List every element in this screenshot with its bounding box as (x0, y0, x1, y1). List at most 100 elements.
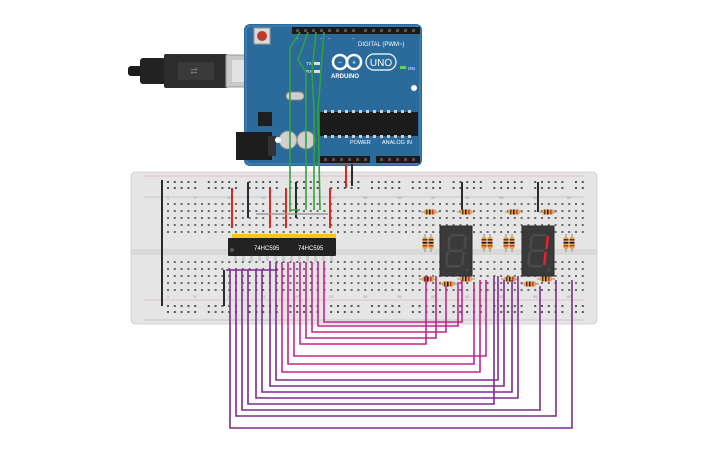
terminal-hole[interactable] (364, 231, 367, 233)
rail-hole[interactable] (296, 187, 299, 189)
terminal-hole[interactable] (527, 210, 530, 212)
terminal-hole[interactable] (568, 261, 571, 263)
rail-hole[interactable] (289, 311, 292, 313)
terminal-hole[interactable] (534, 210, 537, 212)
segment-wire[interactable] (261, 270, 513, 393)
terminal-hole[interactable] (330, 268, 333, 270)
terminal-hole[interactable] (371, 224, 373, 226)
rail-hole[interactable] (418, 181, 421, 183)
terminal-hole[interactable] (391, 231, 394, 233)
terminal-hole[interactable] (479, 261, 482, 263)
rail-hole[interactable] (432, 305, 435, 307)
terminal-hole[interactable] (337, 210, 339, 212)
terminal-hole[interactable] (418, 261, 421, 263)
terminal-hole[interactable] (323, 231, 326, 233)
terminal-hole[interactable] (275, 203, 278, 205)
terminal-hole[interactable] (418, 275, 421, 277)
rail-hole[interactable] (207, 181, 210, 183)
terminal-hole[interactable] (289, 261, 292, 263)
rail-hole[interactable] (221, 181, 224, 183)
terminal-hole[interactable] (350, 289, 353, 291)
terminal-hole[interactable] (554, 261, 557, 263)
rail-hole[interactable] (187, 305, 190, 307)
rail-hole[interactable] (575, 181, 577, 183)
terminal-hole[interactable] (561, 275, 564, 277)
terminal-hole[interactable] (194, 210, 197, 212)
terminal-hole[interactable] (214, 261, 217, 263)
resistor[interactable] (422, 234, 428, 252)
terminal-hole[interactable] (479, 224, 482, 226)
terminal-hole[interactable] (575, 282, 577, 284)
terminal-hole[interactable] (575, 289, 577, 291)
terminal-hole[interactable] (364, 261, 367, 263)
terminal-hole[interactable] (391, 261, 394, 263)
seven-segment-display[interactable] (521, 225, 555, 277)
terminal-hole[interactable] (554, 275, 557, 277)
terminal-hole[interactable] (235, 217, 237, 219)
terminal-hole[interactable] (398, 231, 401, 233)
terminal-hole[interactable] (201, 261, 203, 263)
terminal-hole[interactable] (173, 210, 176, 212)
terminal-hole[interactable] (507, 275, 509, 277)
terminal-hole[interactable] (513, 224, 516, 226)
terminal-hole[interactable] (221, 282, 224, 284)
terminal-hole[interactable] (473, 282, 475, 284)
rail-hole[interactable] (207, 187, 210, 189)
rail-hole[interactable] (303, 305, 305, 307)
terminal-hole[interactable] (309, 268, 312, 270)
rail-hole[interactable] (547, 311, 550, 313)
rail-hole[interactable] (343, 305, 346, 307)
terminal-hole[interactable] (371, 210, 373, 212)
terminal-hole[interactable] (547, 282, 550, 284)
terminal-hole[interactable] (303, 268, 305, 270)
rail-hole[interactable] (493, 181, 496, 183)
terminal-hole[interactable] (513, 231, 516, 233)
rail-hole[interactable] (330, 187, 333, 189)
rail-hole[interactable] (187, 187, 190, 189)
terminal-hole[interactable] (187, 289, 190, 291)
terminal-hole[interactable] (201, 203, 203, 205)
segment-wire[interactable] (299, 262, 427, 345)
rail-hole[interactable] (507, 187, 509, 189)
rail-hole[interactable] (575, 305, 577, 307)
terminal-hole[interactable] (309, 282, 312, 284)
rail-hole[interactable] (473, 181, 475, 183)
terminal-hole[interactable] (303, 275, 305, 277)
terminal-hole[interactable] (330, 282, 333, 284)
terminal-hole[interactable] (439, 203, 441, 205)
terminal-hole[interactable] (201, 224, 203, 226)
rail-hole[interactable] (581, 181, 584, 183)
segment-wire[interactable] (255, 270, 519, 399)
terminal-hole[interactable] (214, 289, 217, 291)
terminal-hole[interactable] (493, 231, 496, 233)
terminal-hole[interactable] (398, 268, 401, 270)
terminal-hole[interactable] (405, 224, 407, 226)
terminal-hole[interactable] (575, 217, 577, 219)
terminal-hole[interactable] (228, 210, 231, 212)
rail-hole[interactable] (507, 311, 509, 313)
terminal-hole[interactable] (255, 210, 258, 212)
rail-hole[interactable] (534, 311, 537, 313)
segment-wires[interactable] (226, 262, 573, 429)
terminal-hole[interactable] (473, 261, 475, 263)
terminal-hole[interactable] (561, 203, 564, 205)
rail-hole[interactable] (255, 187, 258, 189)
segment-wire[interactable] (235, 270, 557, 417)
terminal-hole[interactable] (411, 210, 414, 212)
rail-hole[interactable] (534, 305, 537, 307)
terminal-hole[interactable] (500, 282, 503, 284)
terminal-hole[interactable] (323, 210, 326, 212)
terminal-hole[interactable] (439, 289, 441, 291)
rail-hole[interactable] (479, 187, 482, 189)
terminal-hole[interactable] (337, 261, 339, 263)
terminal-hole[interactable] (330, 203, 333, 205)
terminal-hole[interactable] (384, 203, 387, 205)
terminal-hole[interactable] (418, 231, 421, 233)
terminal-hole[interactable] (568, 224, 571, 226)
terminal-hole[interactable] (167, 224, 169, 226)
terminal-hole[interactable] (255, 261, 258, 263)
terminal-hole[interactable] (350, 282, 353, 284)
terminal-hole[interactable] (459, 224, 462, 226)
terminal-hole[interactable] (398, 261, 401, 263)
terminal-hole[interactable] (445, 224, 448, 226)
